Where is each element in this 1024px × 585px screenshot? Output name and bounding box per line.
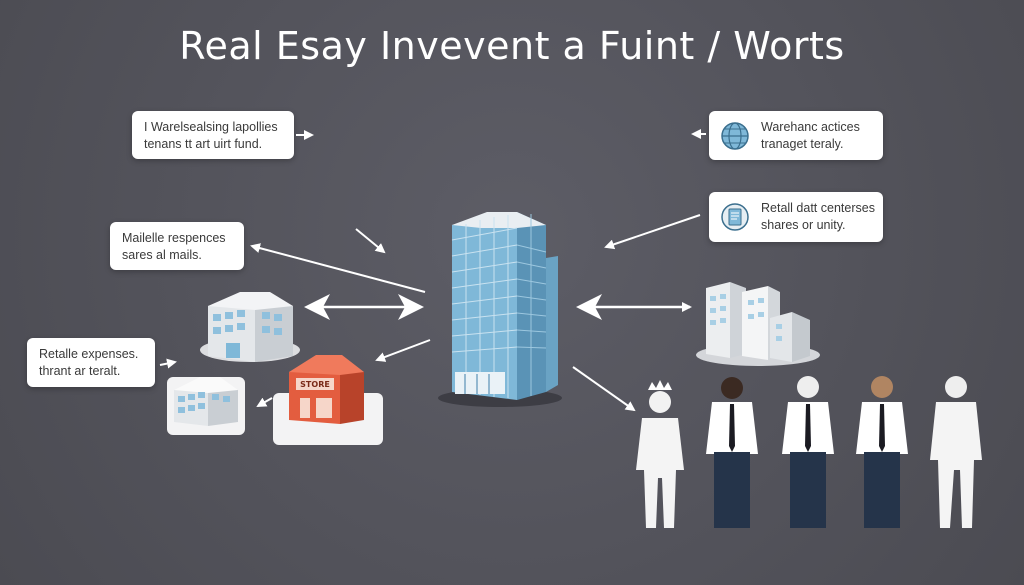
- arrow-small-building: [256, 397, 273, 407]
- callout-mid-left-line2: sares al mails.: [122, 248, 202, 262]
- central-tower: [438, 212, 562, 407]
- callout-top-left: I Warelsealsing lapollies tenans tt art …: [132, 111, 294, 159]
- person-3: [782, 376, 834, 528]
- person-5: [930, 376, 982, 528]
- callout-top-right: Warehanc actices tranaget teraly.: [709, 111, 883, 160]
- diagram-title: Real Esay Invevent a Fuint / Worts: [179, 24, 845, 68]
- warehouse-buildings-right: [696, 282, 820, 366]
- callout-low-left-line2: thrant ar teralt.: [39, 364, 121, 378]
- arrow-to-mail-callout: [250, 243, 426, 293]
- callout-mid-right-line1: Retall datt centerses: [761, 201, 875, 215]
- callout-mid-right: Retall datt centerses shares or unity.: [709, 192, 883, 242]
- connector-arrows: [159, 129, 706, 412]
- arrow-from-data-callout: [604, 214, 701, 250]
- store-sign: STORE: [300, 380, 330, 389]
- office-building-left: [200, 292, 300, 362]
- arrow-to-store: [375, 339, 431, 362]
- callout-mid-left: Mailelle respences sares al mails.: [110, 222, 244, 270]
- person-2: [706, 377, 758, 528]
- callout-mid-left-line1: Mailelle respences: [122, 231, 226, 245]
- callout-top-right-line2: tranaget teraly.: [761, 136, 844, 151]
- document-icon: [721, 203, 749, 231]
- person-4: [856, 376, 908, 528]
- callout-top-left-line1: I Warelsealsing lapollies: [144, 120, 278, 134]
- people-group: [636, 376, 982, 528]
- callout-top-right-text: Warehanc actices tranaget teraly.: [761, 119, 860, 153]
- callout-low-left-line1: Retalle expenses.: [39, 347, 139, 361]
- person-crowned: [636, 380, 684, 528]
- callout-mid-right-line2: shares or unity.: [761, 218, 846, 232]
- callout-mid-right-text: Retall datt centerses shares or unity.: [761, 200, 875, 234]
- callout-low-left: Retalle expenses. thrant ar teralt.: [27, 338, 155, 387]
- callout-top-right-line1: Warehanc actices: [761, 119, 860, 134]
- arrow-to-people: [572, 366, 636, 412]
- arrow-to-retail-callout: [159, 358, 177, 369]
- callout-top-left-line2: tenans tt art uirt fund.: [144, 137, 263, 151]
- arrow-diagonal-left: [355, 228, 386, 254]
- globe-icon: [721, 121, 749, 150]
- small-building-left: [167, 377, 245, 435]
- retail-store: STORE: [273, 355, 383, 445]
